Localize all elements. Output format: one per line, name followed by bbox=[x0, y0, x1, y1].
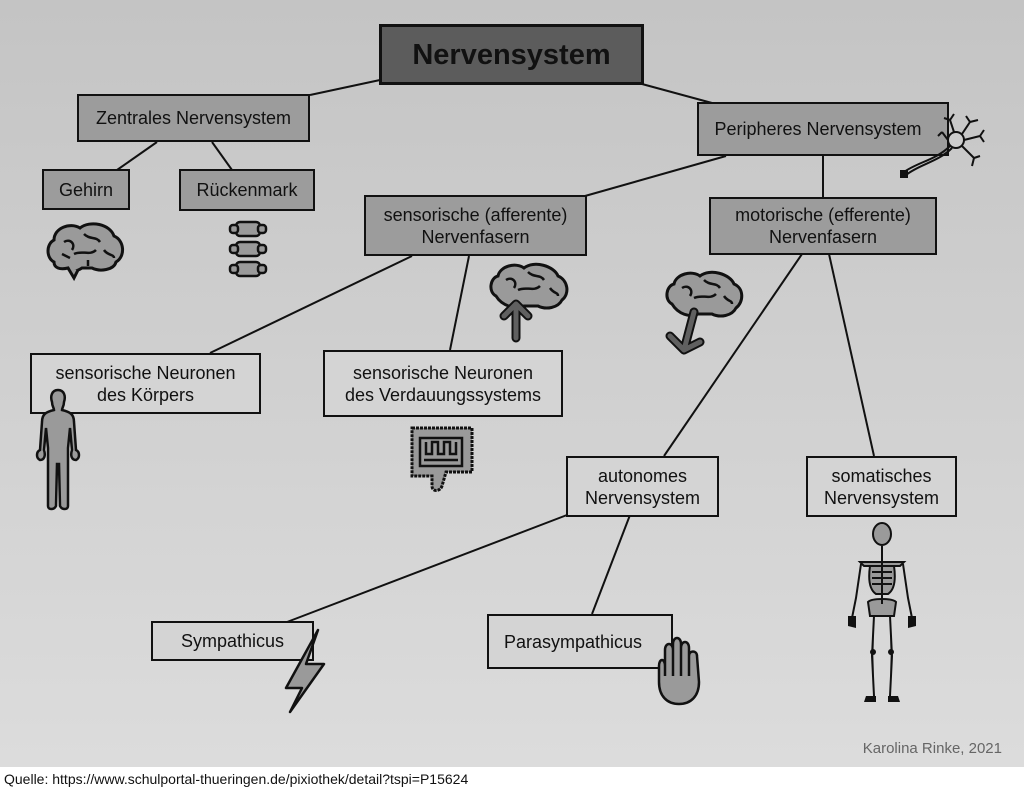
edge-autonom-parasympathicus bbox=[591, 514, 631, 615]
node-zentrales-nervensystem: Zentrales Nervensystem bbox=[77, 94, 310, 142]
edge-zns-rueckenmark bbox=[211, 141, 233, 171]
edge-root-pns bbox=[641, 83, 713, 104]
connector-lines bbox=[116, 79, 875, 623]
edge-autonom-sympathicus bbox=[286, 514, 568, 623]
node-somatisches-nervensystem: somatisches Nervensystem bbox=[806, 456, 957, 517]
hand-icon bbox=[657, 636, 701, 706]
human-body-icon bbox=[35, 388, 81, 511]
diagram-canvas: Nervensystem Zentrales Nervensystem Gehi… bbox=[0, 0, 1024, 767]
edge-motorisch-autonom bbox=[663, 253, 803, 457]
edge-motorisch-somatisch bbox=[828, 253, 875, 457]
node-nervensystem: Nervensystem bbox=[379, 24, 644, 85]
edge-root-zns bbox=[309, 79, 381, 96]
edge-sensorisch-verdauung bbox=[449, 255, 470, 351]
node-sensorische-nervenfasern: sensorische (afferente) Nervenfasern bbox=[364, 195, 587, 256]
brain-up-arrow-icon bbox=[489, 262, 569, 343]
node-rueckenmark: Rückenmark bbox=[179, 169, 315, 211]
edge-zns-gehirn bbox=[116, 141, 158, 171]
lightning-icon bbox=[284, 628, 326, 714]
node-sensorische-neuronen-verdauung: sensorische Neuronen des Verdauungssyste… bbox=[323, 350, 563, 417]
edge-sensorisch-koerper bbox=[209, 255, 413, 354]
node-sympathicus: Sympathicus bbox=[151, 621, 314, 661]
node-sensorische-neuronen-koerper: sensorische Neuronen des Körpers bbox=[30, 353, 261, 414]
edge-pns-sensorisch bbox=[584, 155, 727, 197]
brain-icon bbox=[46, 222, 124, 282]
neuron-icon bbox=[900, 113, 985, 178]
node-gehirn: Gehirn bbox=[42, 169, 130, 210]
spine-icon bbox=[228, 220, 268, 278]
node-parasympathicus: Parasympathicus bbox=[487, 614, 673, 669]
brain-down-arrow-icon bbox=[665, 270, 744, 355]
node-peripheres-nervensystem: Peripheres Nervensystem bbox=[697, 102, 949, 156]
source-caption: Quelle: https://www.schulportal-thuering… bbox=[4, 771, 469, 787]
intestine-icon bbox=[410, 426, 474, 492]
node-motorische-nervenfasern: motorische (efferente) Nervenfasern bbox=[709, 197, 937, 255]
author-credit: Karolina Rinke, 2021 bbox=[862, 740, 1002, 757]
skeleton-icon bbox=[848, 522, 916, 702]
node-autonomes-nervensystem: autonomes Nervensystem bbox=[566, 456, 719, 517]
